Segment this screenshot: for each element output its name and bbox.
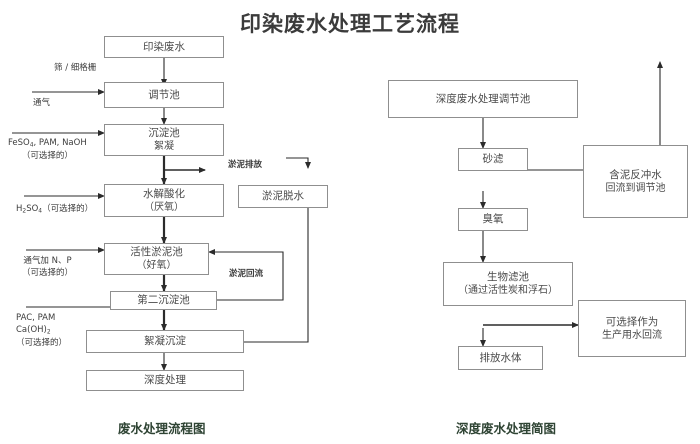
dose-label-feso4: FeSO4, PAM, NaOH （可选择的） (8, 137, 87, 162)
caption-right: 深度废水处理简图 (456, 421, 557, 436)
edge-label-aeration: 通气 (33, 97, 50, 109)
page-title: 印染废水处理工艺流程 (240, 12, 460, 36)
edge-label-aeration-text: 通气 (33, 98, 51, 108)
node-sedimentation[interactable]: 沉淀池 絮凝 (104, 124, 224, 156)
caption-left: 废水处理流程图 (118, 421, 206, 436)
edge-label-sludge-return-text: 淤泥回流 (229, 269, 264, 279)
wire-coagulation-to-dewatering (244, 187, 311, 343)
node-sludge-dewatering-label: 淤泥脱水 (262, 190, 304, 203)
node-influent-label: 印染废水 (143, 40, 185, 53)
wire-sludge-discharge-to-dewatering (286, 157, 311, 169)
node-reuse-sublabel: 生产用水回流 (602, 329, 662, 341)
edge-label-sludge-discharge: 淤泥排放 (228, 159, 262, 171)
node-sludge-dewatering[interactable]: 淤泥脱水 (238, 185, 328, 208)
dose-label-feso4-line2: （可选择的） (21, 151, 73, 162)
node-bio-filter[interactable]: 生物滤池 （通过活性炭和浮石） (443, 262, 573, 306)
node-secondary-sedimentation[interactable]: 第二沉淀池 (110, 291, 217, 310)
node-adv-equalization[interactable]: 深度废水处理调节池 (388, 80, 578, 118)
dose-label-h2so4: H2SO4（可选择的） (16, 203, 93, 216)
node-equalization-label: 调节池 (148, 88, 180, 101)
node-hydrolysis[interactable]: 水解酸化 （厌氧） (104, 184, 224, 217)
node-bio-filter-sublabel: （通过活性炭和浮石） (458, 285, 558, 297)
node-activated-sludge[interactable]: 活性淤泥池 （好氧） (104, 243, 209, 275)
dose-label-pac-line2: Ca(OH)2 (16, 325, 51, 336)
node-backwash-return-sublabel: 回流到调节池 (605, 182, 666, 194)
node-reuse-label: 可选择作为 (605, 315, 659, 328)
node-activated-sludge-label: 活性淤泥池 (130, 246, 183, 259)
node-sedimentation-label: 沉淀池 (148, 127, 180, 140)
dose-label-np: 通气加 N、P （可选择的） (22, 255, 73, 280)
node-coagulation-label: 絮凝沉淀 (144, 335, 186, 348)
node-discharge-label: 排放水体 (479, 351, 522, 364)
node-reuse[interactable]: 可选择作为 生产用水回流 (578, 300, 686, 357)
node-advanced-treatment-label: 深度处理 (144, 374, 186, 387)
node-activated-sludge-sublabel: （好氧） (136, 260, 177, 272)
node-adv-equalization-label: 深度废水处理调节池 (435, 92, 531, 105)
dose-label-np-line1: 通气加 N、P (23, 256, 72, 266)
node-coagulation[interactable]: 絮凝沉淀 (86, 330, 244, 353)
node-bio-filter-label: 生物滤池 (487, 271, 529, 284)
dose-label-h2so4-line1: H2SO4（可选择的） (16, 204, 94, 215)
node-advanced-treatment[interactable]: 深度处理 (86, 370, 244, 391)
node-ozone-label: 臭氧 (482, 213, 504, 226)
node-sedimentation-sublabel: 絮凝 (154, 141, 174, 153)
dose-label-np-line2: （可选择的） (22, 268, 74, 279)
node-hydrolysis-label: 水解酸化 (143, 187, 185, 200)
node-equalization[interactable]: 调节池 (104, 82, 224, 108)
node-ozone[interactable]: 臭氧 (458, 208, 528, 231)
node-influent[interactable]: 印染废水 (104, 36, 224, 58)
dose-label-feso4-line1: FeSO4, PAM, NaOH (8, 138, 87, 149)
node-discharge[interactable]: 排放水体 (458, 346, 543, 370)
dose-label-pac-line3: （可选择的） (16, 338, 68, 349)
edge-label-sludge-return: 淤泥回流 (229, 268, 263, 280)
node-secondary-sedimentation-label: 第二沉淀池 (137, 294, 190, 307)
edge-label-sludge-discharge-text: 淤泥排放 (228, 160, 263, 170)
node-backwash-return-label: 含泥反冲水 (609, 168, 662, 181)
edge-label-screen-text: 筛 / 细格栅 (54, 63, 97, 73)
node-backwash-return[interactable]: 含泥反冲水 回流到调节池 (583, 145, 688, 218)
edge-label-screen: 筛 / 细格栅 (54, 62, 96, 74)
node-sand-filter-label: 砂滤 (482, 153, 504, 166)
node-hydrolysis-sublabel: （厌氧） (144, 201, 184, 213)
dose-label-pac-line1: PAC, PAM (16, 313, 56, 323)
dose-label-pac: PAC, PAM Ca(OH)2 （可选择的） (16, 312, 67, 350)
node-sand-filter[interactable]: 砂滤 (458, 148, 528, 171)
